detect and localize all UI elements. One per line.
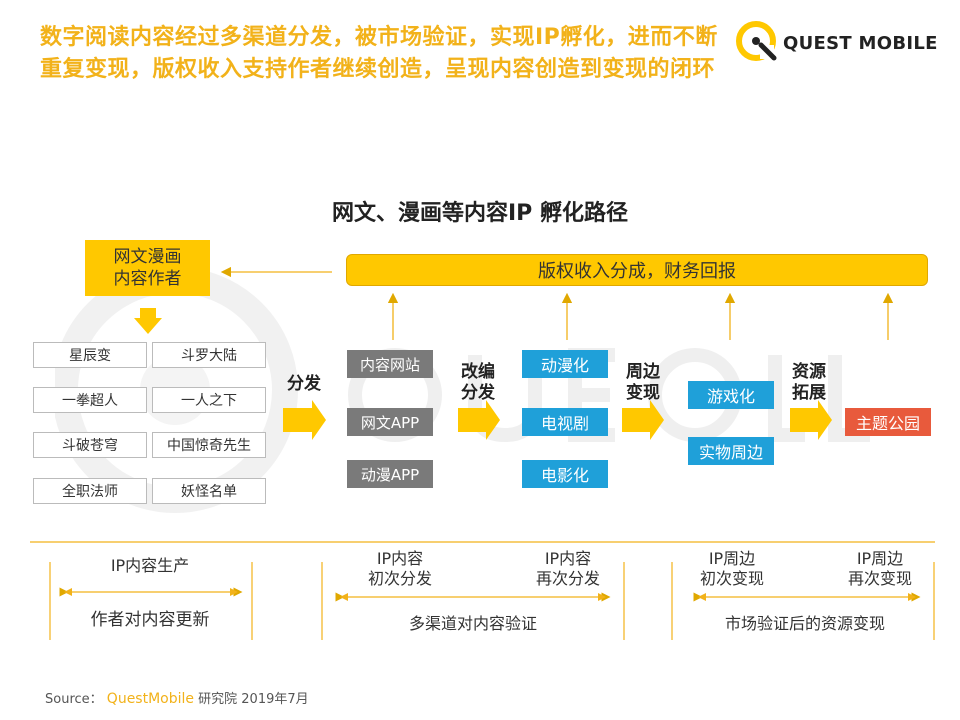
logo-icon: [736, 21, 777, 61]
ip-title: 星辰变: [33, 342, 147, 368]
ip-title: 中国惊奇先生: [152, 432, 266, 458]
theme-park: 主题公园: [845, 408, 931, 436]
logo-text: QUEST MOBILE: [783, 33, 938, 54]
quest-mobile-logo: [730, 16, 930, 66]
ip-title: 全职法师: [33, 478, 147, 504]
bottom-col1-bottom: 作者对内容更新: [90, 610, 210, 630]
channel-anime-app: 动漫APP: [347, 460, 433, 488]
block-arrow-expand: [790, 400, 832, 440]
channel-novel-app: 网文APP: [347, 408, 433, 436]
adapt-animation: 动漫化: [522, 350, 608, 378]
ip-title: 一拳超人: [33, 387, 147, 413]
bottom-col2-right: IP内容 再次分发: [535, 549, 600, 588]
ip-title: 斗破苍穹: [33, 432, 147, 458]
block-arrow-distribute: [283, 400, 326, 440]
bottom-col3-left: IP周边 初次变现: [699, 549, 764, 588]
down-block-arrow: [134, 308, 162, 334]
source-suffix: 研究院 2019年7月: [198, 692, 309, 707]
ip-title: 一人之下: [152, 387, 266, 413]
bottom-col3-right: IP周边 再次变现: [847, 549, 912, 588]
source-prefix: Source：: [45, 692, 103, 707]
adapt-film: 电影化: [522, 460, 608, 488]
revenue-bar-label: 版权收入分成，财务回报: [538, 261, 736, 282]
stage-label-distribute: 分发: [287, 374, 321, 394]
channel-content-site: 内容网站: [347, 350, 433, 378]
revenue-bar: 版权收入分成，财务回报: [346, 254, 928, 286]
stage-label-expand: 资源 拓展: [792, 362, 826, 403]
source-brand: QuestMobile: [106, 691, 195, 707]
author-box-label: 网文漫画 内容作者: [113, 247, 182, 289]
ip-title: 妖怪名单: [152, 478, 266, 504]
source-line: Source： QuestMobile 研究院 2019年7月: [45, 688, 309, 707]
headline: 数字阅读内容经过多渠道分发，被市场验证，实现IP孵化，进而不断重复变现，版权收入…: [40, 25, 718, 82]
stage-label-merch: 周边 变现: [626, 362, 660, 403]
stage-label-adapt: 改编 分发: [461, 362, 495, 403]
bottom-col2-bottom: 多渠道对内容验证: [408, 614, 537, 633]
bottom-col1-top: IP内容生产: [110, 556, 190, 575]
bottom-col3-bottom: 市场验证后的资源变现: [724, 614, 885, 633]
author-box: 网文漫画 内容作者: [85, 240, 210, 296]
ip-title: 斗罗大陆: [152, 342, 266, 368]
diagram-title: 网文、漫画等内容IP 孵化路径: [332, 201, 628, 226]
block-arrow-merch: [622, 400, 664, 440]
block-arrow-adapt: [458, 400, 500, 440]
merch-physical: 实物周边: [688, 437, 774, 465]
adapt-tv-series: 电视剧: [522, 408, 608, 436]
bottom-col2-left: IP内容 初次分发: [367, 549, 432, 588]
merch-game: 游戏化: [688, 381, 774, 409]
